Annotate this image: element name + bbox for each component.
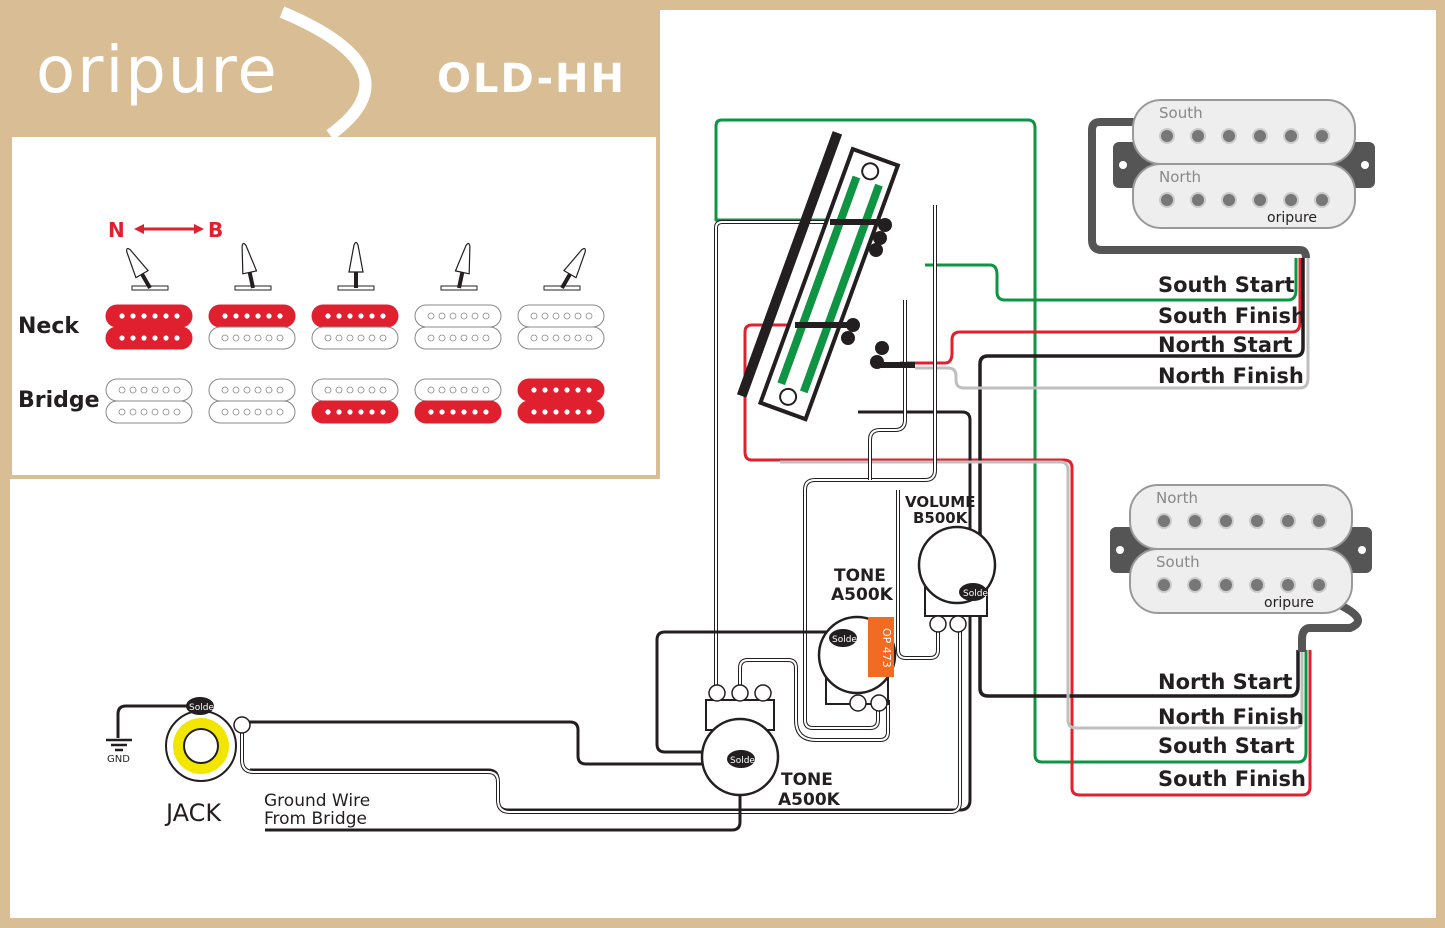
legend-coil-neck-1-bottom	[105, 326, 193, 350]
volume-pot: Solder VOLUME B500K	[905, 493, 997, 633]
legend-coil-neck-1-top	[105, 304, 193, 328]
pickup-logo: oripure	[1264, 595, 1314, 611]
switch-position-icon	[126, 247, 169, 291]
tone-value: A500K	[831, 585, 894, 605]
tone-label: TONE	[781, 770, 833, 790]
solder-point	[186, 697, 214, 715]
volume-label: VOLUME	[905, 493, 975, 511]
bridge-pickup-cable	[1298, 601, 1362, 652]
ground-icon: GND	[106, 738, 132, 765]
bridge-wire-label: North Finish	[1158, 705, 1304, 729]
bridge-row-label: Bridge	[18, 388, 100, 413]
legend-coil-bridge-5-bottom	[517, 400, 605, 424]
legend-coil-neck-3-top	[311, 304, 399, 328]
legend-coil-bridge-5-top	[517, 378, 605, 402]
tone-value: A500K	[778, 790, 841, 810]
bridge-wire-label: North Start	[1158, 670, 1292, 694]
legend-direction: N B	[108, 218, 223, 242]
brand-logo: oripure	[36, 34, 279, 108]
switch-position-icon	[234, 242, 272, 291]
coil-label: South	[1159, 104, 1203, 122]
neck-wire-label: North Finish	[1158, 364, 1304, 388]
wire-north-start	[978, 258, 1305, 698]
svg-text:Solder: Solder	[963, 589, 992, 599]
legend-coil-bridge-3-top	[311, 378, 399, 402]
volume-value: B500K	[913, 509, 969, 527]
capacitor-label: OP 473	[880, 628, 893, 668]
svg-text:Solder: Solder	[730, 756, 759, 766]
legend-coil-bridge-4-bottom	[414, 400, 502, 424]
neck-wire-label: North Start	[1158, 333, 1292, 357]
ground-wire-label-2: From Bridge	[264, 809, 367, 829]
legend-coil-neck-3-bottom	[311, 326, 399, 350]
legend-coils	[105, 304, 605, 424]
wire-bridge-north-finish	[780, 460, 1304, 730]
wire-tone-ground	[655, 630, 843, 754]
wire-gnd	[116, 704, 200, 738]
legend-coil-bridge-4-top	[414, 378, 502, 402]
tone-label: TONE	[834, 566, 886, 586]
logo-bracket	[279, 6, 372, 140]
legend-coil-neck-2-bottom	[208, 326, 296, 350]
switch-position-icon	[543, 247, 586, 291]
legend-coil-bridge-1-bottom	[105, 400, 193, 424]
wire-green-loop	[714, 118, 1308, 764]
legend-coil-neck-4-bottom	[414, 326, 502, 350]
wire-jack-hot	[248, 720, 740, 766]
legend-coil-bridge-2-top	[208, 378, 296, 402]
solder-point	[727, 750, 755, 768]
switch-position-icon	[440, 242, 478, 291]
tone-pot-2: Solder TONE A500K	[700, 684, 841, 810]
neck-wire-label: South Finish	[1158, 304, 1306, 328]
legend-coil-neck-4-top	[414, 304, 502, 328]
wire-neck-south-start	[925, 258, 1298, 302]
bridge-wire-label: South Start	[1158, 734, 1295, 758]
svg-text:Solder: Solder	[189, 703, 218, 713]
wire-neck-south-finish	[900, 258, 1302, 365]
solder-point	[959, 583, 987, 601]
legend-coil-bridge-1-top	[105, 378, 193, 402]
legend-coil-neck-5-bottom	[517, 326, 605, 350]
five-way-switch	[736, 131, 901, 422]
coil-label: South	[1156, 553, 1200, 571]
ground-wire-label: Ground Wire	[264, 791, 370, 811]
switch-solder-points	[795, 218, 915, 369]
switch-positions	[126, 241, 586, 291]
output-jack: Solder JACK Ground Wire From Bridge	[164, 697, 370, 829]
legend-coil-neck-5-top	[517, 304, 605, 328]
wires	[116, 118, 1362, 832]
wire-labels: South Start South Finish North Start Nor…	[1158, 273, 1306, 791]
neck-wire-label: South Start	[1158, 273, 1295, 297]
legend-coil-bridge-3-bottom	[311, 400, 399, 424]
capacitor	[868, 617, 894, 677]
arrow-right-icon	[194, 224, 204, 234]
neck-direction-label: N	[108, 218, 125, 242]
neck-row-label: Neck	[18, 314, 80, 339]
coil-label: North	[1159, 168, 1201, 186]
legend-coil-neck-2-top	[208, 304, 296, 328]
tone-pot-1: Solder TONE A500K OP 473	[817, 566, 897, 712]
wire-bridge-ground	[265, 758, 742, 832]
legend-coil-bridge-2-bottom	[208, 400, 296, 424]
arrow-left-icon	[134, 224, 144, 234]
bridge-wire-label: South Finish	[1158, 767, 1306, 791]
pickup-logo: oripure	[1267, 210, 1317, 226]
switch-position-icon	[337, 241, 375, 291]
model-title: OLD-HH	[437, 56, 626, 102]
wire-neck-north-finish	[915, 258, 1310, 390]
gnd-label: GND	[107, 754, 130, 765]
wire-bridge-south-finish	[743, 323, 1312, 797]
solder-point	[829, 629, 857, 647]
neck-pickup-cable	[1088, 118, 1310, 259]
bridge-direction-label: B	[208, 218, 223, 242]
svg-text:Solder: Solder	[832, 635, 861, 645]
coil-label: North	[1156, 489, 1198, 507]
jack-label: JACK	[164, 799, 222, 827]
